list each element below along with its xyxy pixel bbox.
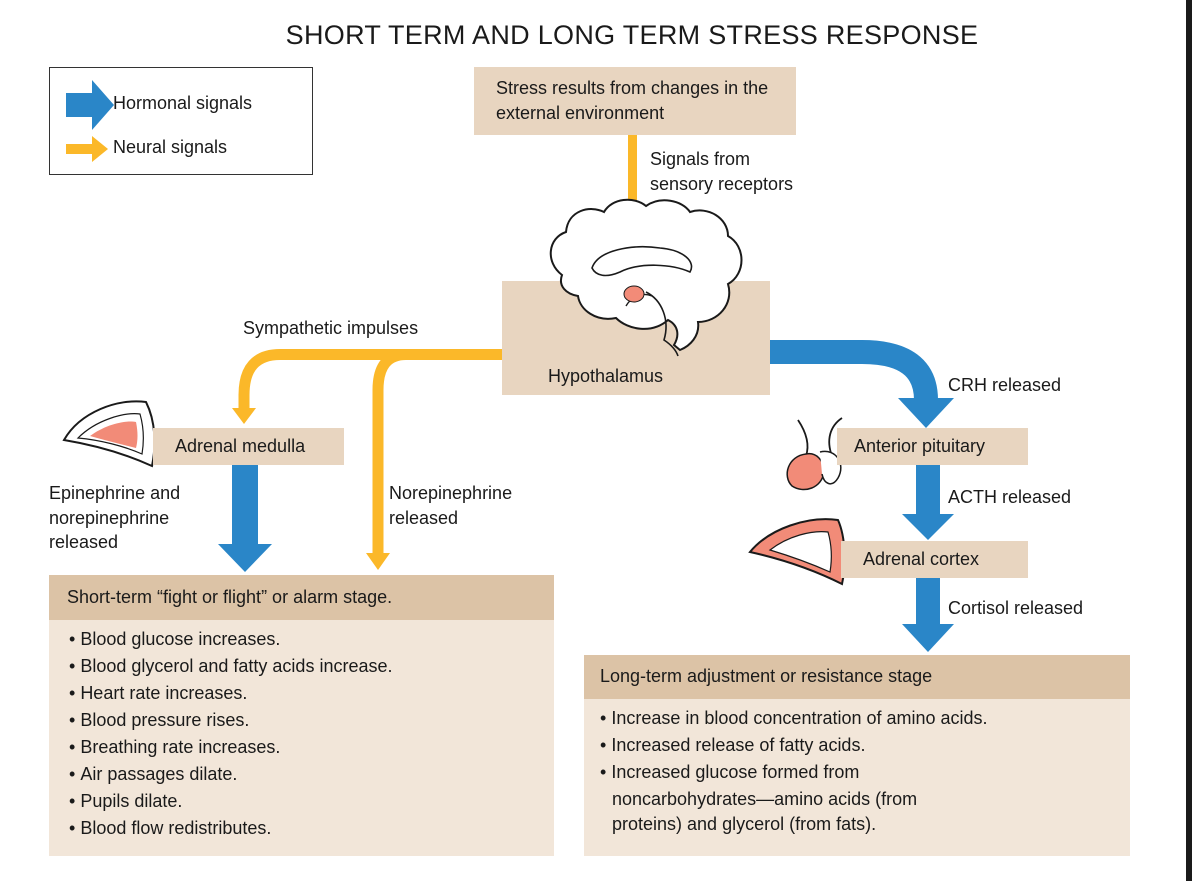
long-term-item3-line3: proteins) and glycerol (from fats). (612, 814, 877, 834)
long-term-header-text: Long-term adjustment or resistance stage (600, 666, 933, 686)
sympathetic-label: Sympathetic impulses (243, 318, 419, 338)
long-term-item3-line2: noncarbohydrates—amino acids (from (612, 789, 918, 809)
adrenal-medulla-gland-icon (62, 400, 156, 468)
acth-label: ACTH released (948, 487, 1072, 507)
window-edge (1186, 0, 1192, 881)
stress-box: Stress results from changes in the exter… (474, 67, 796, 135)
long-term-panel: Increase in blood concentration of amino… (584, 699, 1130, 856)
list-item: Increase in blood concentration of amino… (600, 705, 987, 732)
norepinephrine-label-line1: Norepinephrine (389, 483, 513, 503)
short-term-panel: Blood glucose increases. Blood glycerol … (49, 620, 554, 856)
short-term-header: Short-term “fight or flight” or alarm st… (49, 575, 554, 620)
long-term-header: Long-term adjustment or resistance stage (584, 655, 1130, 699)
legend-neural-label: Neural signals (113, 137, 228, 157)
adrenal-cortex-gland-icon (748, 518, 846, 586)
norepinephrine-label-line2: released (389, 508, 459, 528)
list-item: Blood glucose increases. (69, 626, 392, 653)
sensory-label-line2: sensory receptors (650, 174, 794, 194)
epinephrine-label-line3: released (49, 532, 119, 552)
list-item: Blood glycerol and fatty acids increase. (69, 653, 392, 680)
crh-label: CRH released (948, 375, 1062, 395)
hypothalamus-label: Hypothalamus (548, 366, 664, 386)
list-item-line: Increased glucose formed from (611, 762, 860, 782)
list-item: Breathing rate increases. (69, 734, 392, 761)
anterior-pituitary-box: Anterior pituitary (837, 428, 1028, 465)
neural-arrow-icon (66, 136, 108, 162)
epinephrine-arrow (218, 464, 272, 572)
cortisol-label: Cortisol released (948, 598, 1084, 618)
list-item: Increased glucose formed from (600, 759, 988, 786)
pituitary-gland-icon (786, 417, 843, 491)
adrenal-cortex-box: Adrenal cortex (841, 541, 1028, 578)
list-item: Heart rate increases. (69, 680, 392, 707)
list-item: Air passages dilate. (69, 761, 392, 788)
long-term-list: Increase in blood concentration of amino… (600, 705, 988, 786)
hormonal-arrow-icon (66, 80, 114, 130)
legend: Hormonal signals Neural signals (49, 67, 313, 175)
short-term-header-text: Short-term “fight or flight” or alarm st… (67, 587, 393, 607)
short-term-list: Blood glucose increases. Blood glycerol … (69, 626, 392, 842)
epinephrine-label-line1: Epinephrine and (49, 483, 181, 503)
anterior-pituitary-label: Anterior pituitary (854, 436, 986, 456)
brain-icon (549, 198, 743, 357)
sympathetic-arrows (232, 349, 502, 570)
epinephrine-label-line2: norepinephrine (49, 508, 170, 528)
legend-hormonal-label: Hormonal signals (113, 93, 253, 113)
diagram-title: SHORT TERM AND LONG TERM STRESS RESPONSE (285, 20, 979, 50)
list-item: Blood pressure rises. (69, 707, 392, 734)
acth-arrow (902, 464, 954, 540)
adrenal-medulla-box: Adrenal medulla (153, 428, 344, 465)
cortisol-arrow (902, 578, 954, 652)
adrenal-cortex-label: Adrenal cortex (863, 549, 980, 569)
list-item: Pupils dilate. (69, 788, 392, 815)
adrenal-medulla-label: Adrenal medulla (175, 436, 306, 456)
list-item: Increased release of fatty acids. (600, 732, 988, 759)
stress-text: Stress results from changes in the exter… (496, 78, 769, 123)
list-item: Blood flow redistributes. (69, 815, 392, 842)
sensory-label-line1: Signals from (650, 149, 751, 169)
crh-arrow (770, 340, 954, 428)
